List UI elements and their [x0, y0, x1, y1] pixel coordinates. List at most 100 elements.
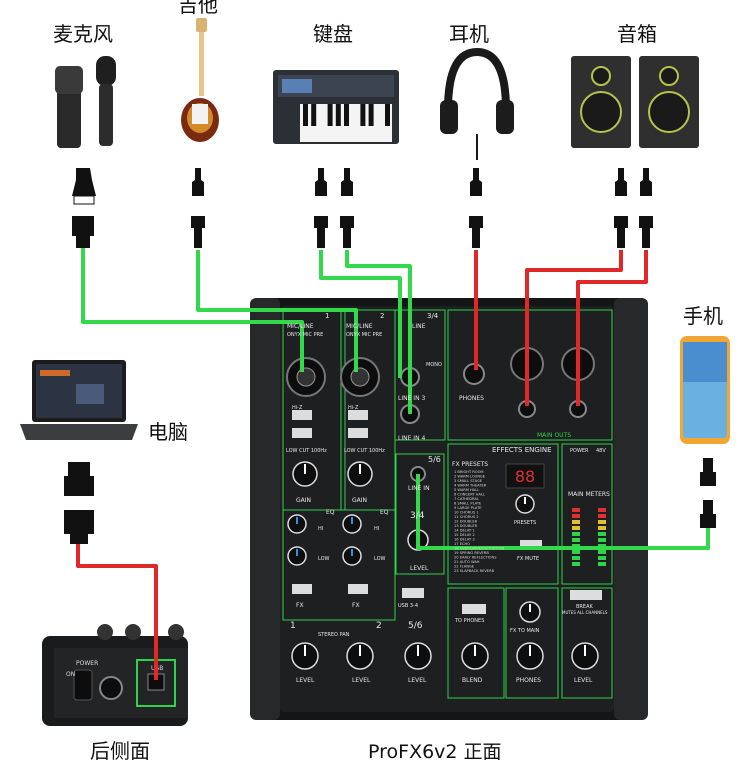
mic-icon	[55, 56, 116, 148]
black-key	[368, 104, 374, 126]
fx-mute-text: FX MUTE	[517, 556, 539, 562]
break-button[interactable]	[570, 590, 602, 600]
meter-led-left	[572, 526, 580, 530]
ch2-hi-z-button[interactable]	[348, 410, 368, 420]
black-key	[385, 104, 390, 126]
fx-preset-item: 10 CHORUS 1	[454, 511, 479, 515]
cable-speaker-right	[576, 250, 648, 406]
guitar-icon	[181, 18, 219, 142]
speakers-icon	[571, 56, 699, 148]
usb34-button[interactable]	[402, 588, 424, 598]
rear-power-input[interactable]	[99, 676, 123, 700]
fx-preset-item: 8 SMALL PLATE	[454, 502, 482, 506]
fx-mute-button[interactable]	[520, 540, 542, 550]
meter-led-right	[598, 520, 606, 524]
xlr-connector-top	[72, 168, 96, 205]
mic-label: 麦克风	[53, 22, 113, 46]
fx-preset-item: 16 DELAY 3	[454, 538, 475, 542]
fx-preset-item: 11 CHORUS 2	[454, 515, 479, 519]
ch2-hi-text: HI	[374, 526, 379, 532]
jack-plug-bottom-tip	[343, 228, 351, 248]
jack-plug-bottom	[314, 216, 328, 228]
laptop-icon	[20, 360, 138, 440]
line-in-3-text: LINE IN 3	[398, 395, 425, 402]
ch1-gain-text: GAIN	[296, 497, 311, 504]
jack-plug-bottom	[639, 216, 653, 228]
to-phones-button[interactable]	[462, 604, 486, 614]
fx-preset-item: 19 SPRING REVERB	[454, 551, 489, 555]
ch1-combo-jack[interactable]	[286, 357, 326, 397]
fx-preset-item: 9 LARGE PLATE	[454, 506, 482, 510]
ch1-hi-z-button[interactable]	[292, 410, 312, 420]
ch2-low-cut-button[interactable]	[348, 428, 368, 438]
black-key	[327, 104, 333, 126]
meter-led-left	[572, 520, 580, 524]
ch34-level-number: 3/4	[410, 511, 425, 521]
meter-led-right	[598, 556, 606, 560]
phone-jack-connector	[700, 458, 716, 528]
fx-preset-item: 20 EARLY REFLECTIONS	[454, 556, 497, 560]
fx-preset-item: 14 DELAY 1	[454, 529, 475, 533]
ch2-fx-text: FX	[352, 602, 360, 609]
jack-plug-bottom-tip	[194, 228, 202, 248]
cable-mic-to-ch1	[81, 248, 304, 372]
xlr-connector-bottom	[72, 216, 94, 248]
black-key	[344, 104, 349, 126]
cable-guitar-to-ch2	[196, 250, 358, 372]
usb-connector-top	[64, 462, 94, 496]
effects-engine-text: EFFECTS ENGINE	[492, 446, 552, 454]
main-level-text: LEVEL	[574, 677, 593, 684]
ch1-hi-z-text: Hi-Z	[292, 405, 303, 411]
cables	[76, 248, 710, 680]
usb34-text: USB 3-4	[398, 603, 418, 609]
jack-plug-bottom	[469, 216, 483, 228]
rear-power-text: POWER	[76, 660, 98, 667]
phone-icon	[680, 336, 730, 444]
cable-speaker-left	[525, 250, 623, 406]
jack-plug-top	[615, 168, 627, 196]
black-key	[335, 104, 341, 126]
fx-display-value: 88	[515, 467, 535, 486]
jack-plug-top	[341, 168, 353, 196]
meter-led-right	[598, 514, 606, 518]
cable-computer-usb	[76, 544, 158, 680]
black-key	[303, 104, 308, 126]
ch56-number: 5/6	[428, 455, 441, 464]
meter-led-right	[598, 532, 606, 536]
jack-plug-top	[192, 168, 204, 196]
ch2-hi-z-text: Hi-Z	[348, 405, 359, 411]
rear-power-switch[interactable]	[73, 669, 93, 701]
phones-level-text: PHONES	[516, 677, 541, 684]
cable-keyboard-l-to-line3	[319, 250, 402, 378]
fx-preset-item: 13 DOUBLER	[454, 524, 478, 528]
ch2-fx-button[interactable]	[348, 584, 368, 594]
speakers-label: 音箱	[617, 22, 657, 46]
headphones-label: 耳机	[449, 22, 489, 46]
main-meters-text: MAIN METERS	[568, 491, 610, 498]
ch1-hi-text: HI	[318, 526, 323, 532]
rear-panel	[42, 624, 188, 726]
ch2-level-number: 2	[376, 621, 382, 631]
ch2-mic-line-text: MIC/LINE	[346, 323, 373, 330]
keyboard-label: 键盘	[313, 22, 353, 46]
ch1-mic-line-text: MIC/LINE	[287, 323, 314, 330]
main-meters	[572, 508, 606, 566]
fx-preset-item: 4 WARM THEATER	[454, 484, 487, 488]
black-key	[360, 104, 366, 126]
fx-preset-item: 15 DELAY 2	[454, 533, 475, 537]
jack-plug-bottom-tip	[617, 228, 625, 248]
jack-connectors	[191, 168, 653, 248]
ch2-number: 2	[380, 312, 384, 320]
fx-preset-item: 1 BRIGHT ROOM	[454, 470, 484, 474]
ch1-low-cut-button[interactable]	[292, 428, 312, 438]
ch2-combo-jack[interactable]	[340, 357, 380, 397]
line-in-text: LINE IN	[408, 485, 430, 492]
phone-label: 手机	[683, 304, 723, 328]
jack-plug-top	[640, 168, 652, 196]
ch1-level-number: 1	[290, 621, 296, 631]
ch1-fx-button[interactable]	[292, 584, 312, 594]
mono-text: MONO	[426, 362, 442, 368]
meter-led-right	[598, 538, 606, 542]
fx-preset-item: 18 OVERDRIVE/DISTORTION	[454, 547, 504, 551]
break-text: BREAK	[576, 604, 593, 610]
